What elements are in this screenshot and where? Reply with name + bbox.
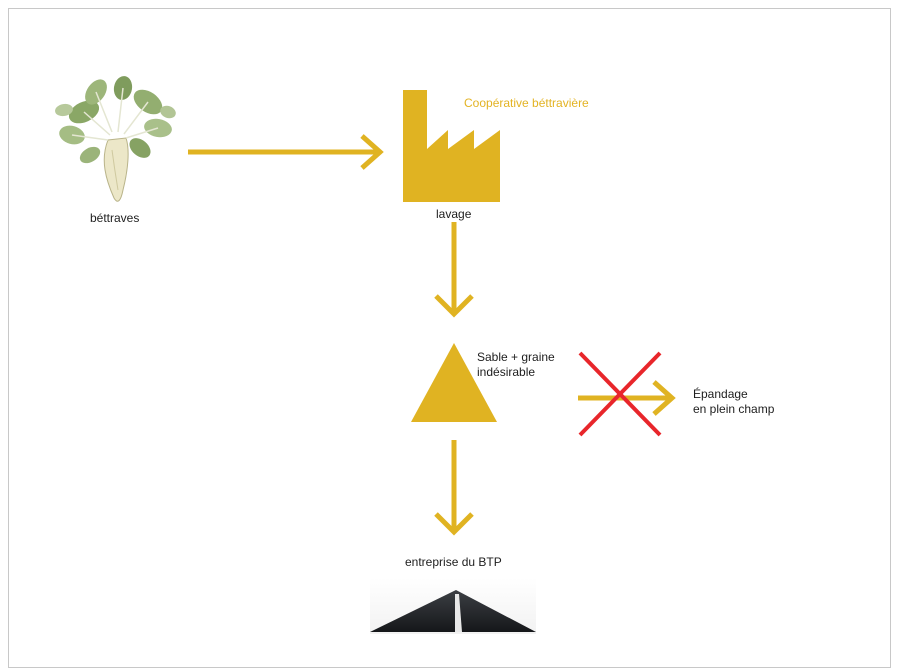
spreading-label: Épandage en plein champ <box>693 387 774 417</box>
sand-pile-icon <box>411 343 497 422</box>
cooperative-label: Coopérative béttravière <box>464 96 589 110</box>
road-icon <box>370 578 536 634</box>
diagram-frame <box>8 8 891 668</box>
washing-label: lavage <box>436 207 472 221</box>
spreading-label-line2: en plein champ <box>693 402 775 416</box>
sugar-beet-icon <box>55 76 176 202</box>
arrow-washing-to-pile <box>434 222 474 318</box>
factory-icon <box>403 90 500 202</box>
arrow-beets-to-factory <box>188 134 384 170</box>
beets-label: béttraves <box>90 211 140 225</box>
red-cross-icon <box>578 351 662 437</box>
btp-label: entreprise du BTP <box>405 555 502 569</box>
sand-label: Sable + graine indésirable <box>477 350 555 380</box>
sand-label-line2: indésirable <box>477 365 536 379</box>
spreading-label-line1: Épandage <box>693 387 748 401</box>
sand-label-line1: Sable + graine <box>477 350 555 364</box>
arrow-pile-to-btp <box>434 440 474 536</box>
